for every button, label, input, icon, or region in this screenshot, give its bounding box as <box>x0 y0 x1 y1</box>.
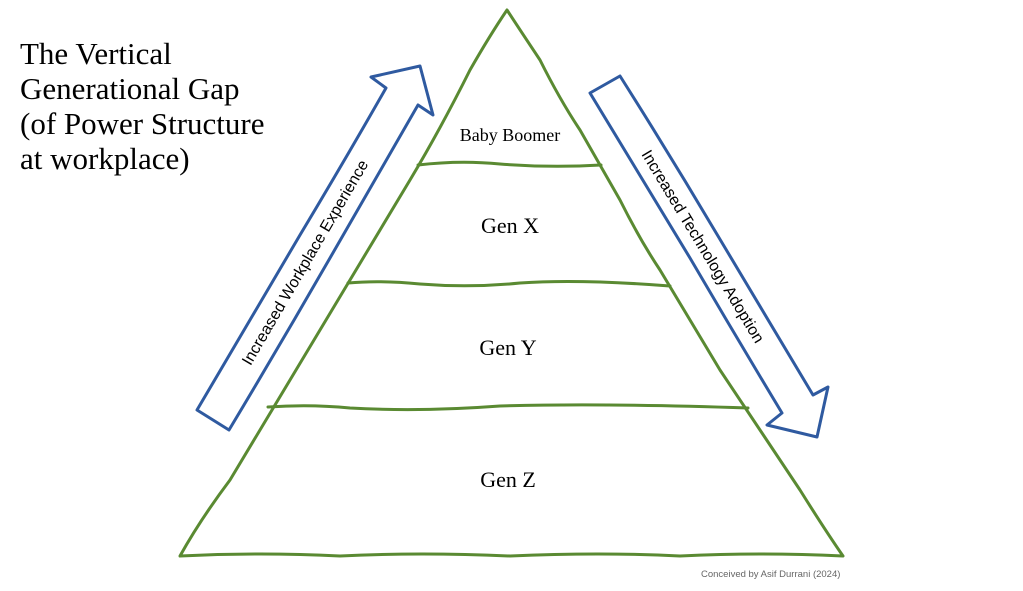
title-line: Generational Gap <box>20 71 240 106</box>
divider-2 <box>346 280 672 288</box>
title-line: (of Power Structure <box>20 106 265 141</box>
arrow-up-icon <box>195 64 435 432</box>
level-gen-z: Gen Z <box>480 467 536 492</box>
level-gen-x: Gen X <box>481 213 539 238</box>
title-line: The Vertical <box>20 36 172 71</box>
left-arrow-label: Increased Workplace Experience <box>239 157 372 368</box>
level-gen-y: Gen Y <box>479 335 536 360</box>
right-arrow-label: Increased Technology Adoption <box>638 147 767 346</box>
title-line: at workplace) <box>20 141 190 176</box>
arrow-down-icon <box>588 74 830 439</box>
divider-3 <box>266 403 750 412</box>
level-baby-boomer: Baby Boomer <box>460 125 561 145</box>
divider-1 <box>416 160 603 168</box>
diagram-title: The Vertical Generational Gap (of Power … <box>20 36 265 176</box>
credit-text: Conceived by Asif Durrani (2024) <box>701 569 841 580</box>
pyramid-outline <box>178 8 845 558</box>
